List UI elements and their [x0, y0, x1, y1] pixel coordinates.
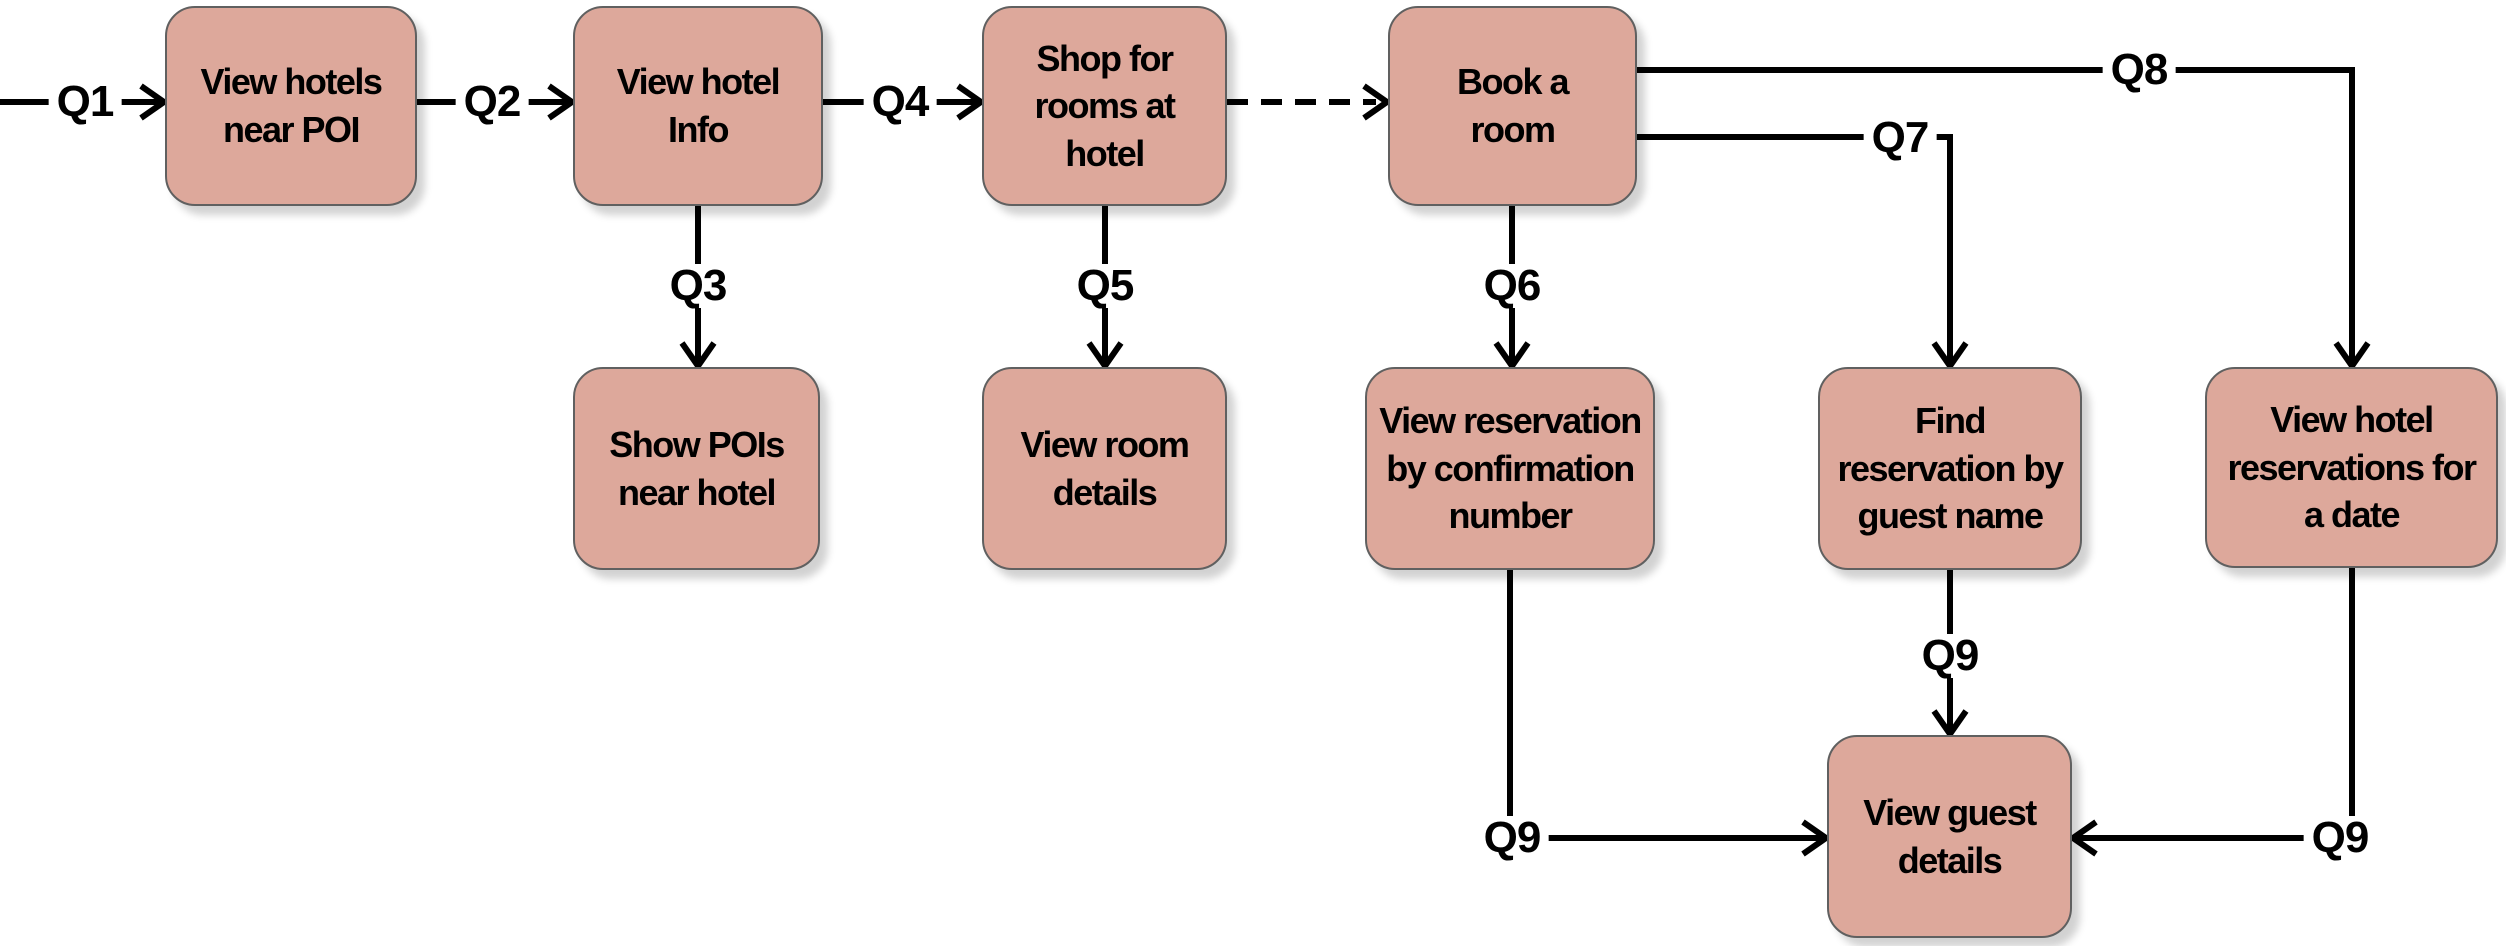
edge-q9-middle-arrowhead	[1931, 709, 1969, 740]
node-view-hotel-info: View hotel Info	[573, 6, 823, 206]
node-label: View room details	[1020, 423, 1190, 513]
edge-q4-arrowhead	[956, 83, 987, 121]
edge-q7-arrowhead	[1931, 341, 1969, 372]
node-view-hotel-reservations-for-a-date: View hotel reservations for a date	[2205, 367, 2498, 568]
edge-label-q9-right: Q9	[2303, 816, 2377, 860]
node-shop-for-rooms-at-hotel: Shop for rooms at hotel	[982, 6, 1227, 206]
edge-label-q9-middle: Q9	[1913, 634, 1987, 678]
node-label: View reservation by confirmation number	[1379, 400, 1642, 537]
edge-dashed-arrowhead	[1362, 83, 1393, 121]
edge-q9-left-line	[1507, 570, 1825, 841]
edge-q2-arrowhead	[547, 83, 578, 121]
node-show-pois-near-hotel: Show POIs near hotel	[573, 367, 820, 570]
node-label: View hotel reservations for a date	[2227, 399, 2477, 536]
edge-q8-line	[1637, 67, 2355, 365]
edge-label-q7: Q7	[1863, 116, 1937, 160]
node-label: Show POIs near hotel	[609, 423, 785, 513]
edge-q9-right-arrowhead	[2067, 819, 2098, 857]
edge-label-q3: Q3	[661, 264, 735, 308]
edge-q7-line	[1637, 134, 1953, 365]
node-label: View hotel Info	[616, 61, 781, 150]
edge-q3-arrowhead	[679, 341, 717, 372]
node-label: View guest details	[1863, 791, 2037, 881]
edge-label-q1: Q1	[48, 80, 122, 124]
node-view-reservation-by-confirmation-number: View reservation by confirmation number	[1365, 367, 1655, 570]
edge-label-q9-left: Q9	[1475, 816, 1549, 860]
edge-q5-arrowhead	[1086, 341, 1124, 372]
node-view-hotels-near-poi: View hotels near POI	[165, 6, 417, 206]
node-label: View hotels near POI	[200, 61, 383, 150]
edge-label-q4: Q4	[863, 80, 937, 124]
edge-q9-left-arrowhead	[1801, 819, 1832, 857]
edge-q9-right-line	[2074, 568, 2355, 841]
edge-q8-arrowhead	[2333, 341, 2371, 372]
edge-label-q6: Q6	[1475, 264, 1549, 308]
node-book-a-room: Book a room	[1388, 6, 1637, 206]
edge-q6-arrowhead	[1493, 341, 1531, 372]
node-view-room-details: View room details	[982, 367, 1227, 570]
node-label: Book a room	[1456, 61, 1570, 150]
edge-q1-arrowhead	[139, 83, 170, 121]
node-label: Shop for rooms at hotel	[1034, 37, 1176, 174]
edge-label-q8: Q8	[2102, 48, 2176, 92]
edge-label-q2: Q2	[455, 80, 529, 124]
edge-label-q5: Q5	[1068, 264, 1142, 308]
node-view-guest-details: View guest details	[1827, 735, 2072, 938]
node-find-reservation-by-guest-name: Find reservation by guest name	[1818, 367, 2082, 570]
node-label: Find reservation by guest name	[1837, 400, 2064, 537]
